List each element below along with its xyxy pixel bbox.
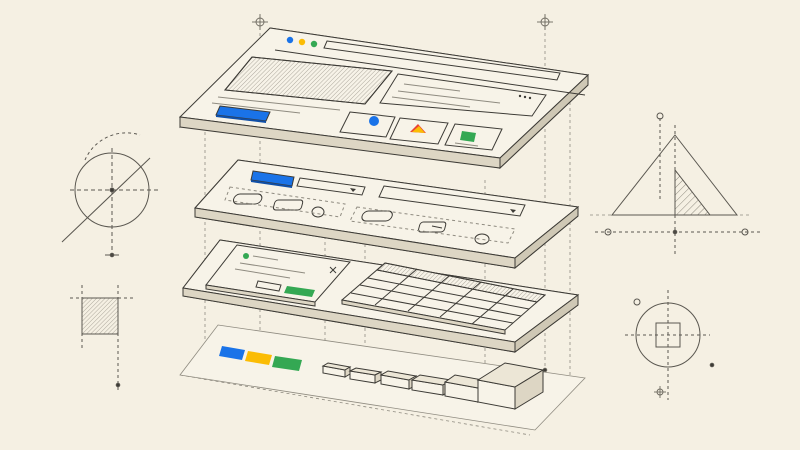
- chevron-down-icon: [510, 209, 516, 213]
- traffic-dots: [286, 36, 318, 48]
- swatch-green: [272, 356, 302, 371]
- pill-button: [232, 193, 263, 205]
- layer-swatches-and-scale: [179, 324, 586, 431]
- layer-dialog-and-table: [182, 239, 580, 353]
- dot-green: [310, 40, 318, 48]
- pill-buttons: [232, 193, 447, 233]
- dot-yellow: [298, 38, 306, 46]
- layer-form-controls: [194, 159, 580, 270]
- size-scale: [321, 362, 545, 410]
- data-table: [340, 262, 547, 335]
- chevron-down-icon: [350, 188, 356, 192]
- circle-construction: [61, 132, 160, 260]
- pill-button: [361, 210, 393, 222]
- dialog-status-dot: [243, 253, 249, 259]
- hatched-square: [70, 285, 135, 390]
- dialog-cancel-button: [255, 280, 282, 292]
- swatch-blue: [219, 346, 245, 360]
- circle-square-construction: [625, 290, 715, 400]
- scale-step-1: [321, 362, 352, 378]
- dialog-close-icon: [329, 266, 337, 274]
- blue-circle-icon: [369, 116, 379, 126]
- layer-browser-window: [178, 27, 590, 170]
- toggle-circles: [311, 206, 490, 245]
- triangle-card: [389, 117, 449, 145]
- dialog: [205, 244, 351, 307]
- pill-button: [418, 221, 447, 233]
- swatch-yellow: [245, 351, 272, 365]
- search-field: [378, 185, 526, 217]
- pill-button: [272, 199, 304, 211]
- address-bar: [323, 40, 561, 81]
- triangle-construction: [595, 112, 760, 255]
- more-dots-icon: [518, 94, 532, 100]
- hero-image: [224, 56, 393, 105]
- dropdown: [296, 177, 366, 196]
- color-swatches: [219, 346, 302, 371]
- dialog-confirm-button: [284, 286, 315, 297]
- circle-card: [339, 111, 396, 138]
- dot-blue: [286, 36, 294, 44]
- card-panel: [379, 73, 547, 117]
- scale-step-6: [476, 362, 545, 410]
- scale-step-2: [348, 367, 383, 384]
- square-card: [444, 123, 503, 151]
- green-square-icon: [460, 131, 476, 142]
- yellow-triangle-icon: [412, 126, 425, 133]
